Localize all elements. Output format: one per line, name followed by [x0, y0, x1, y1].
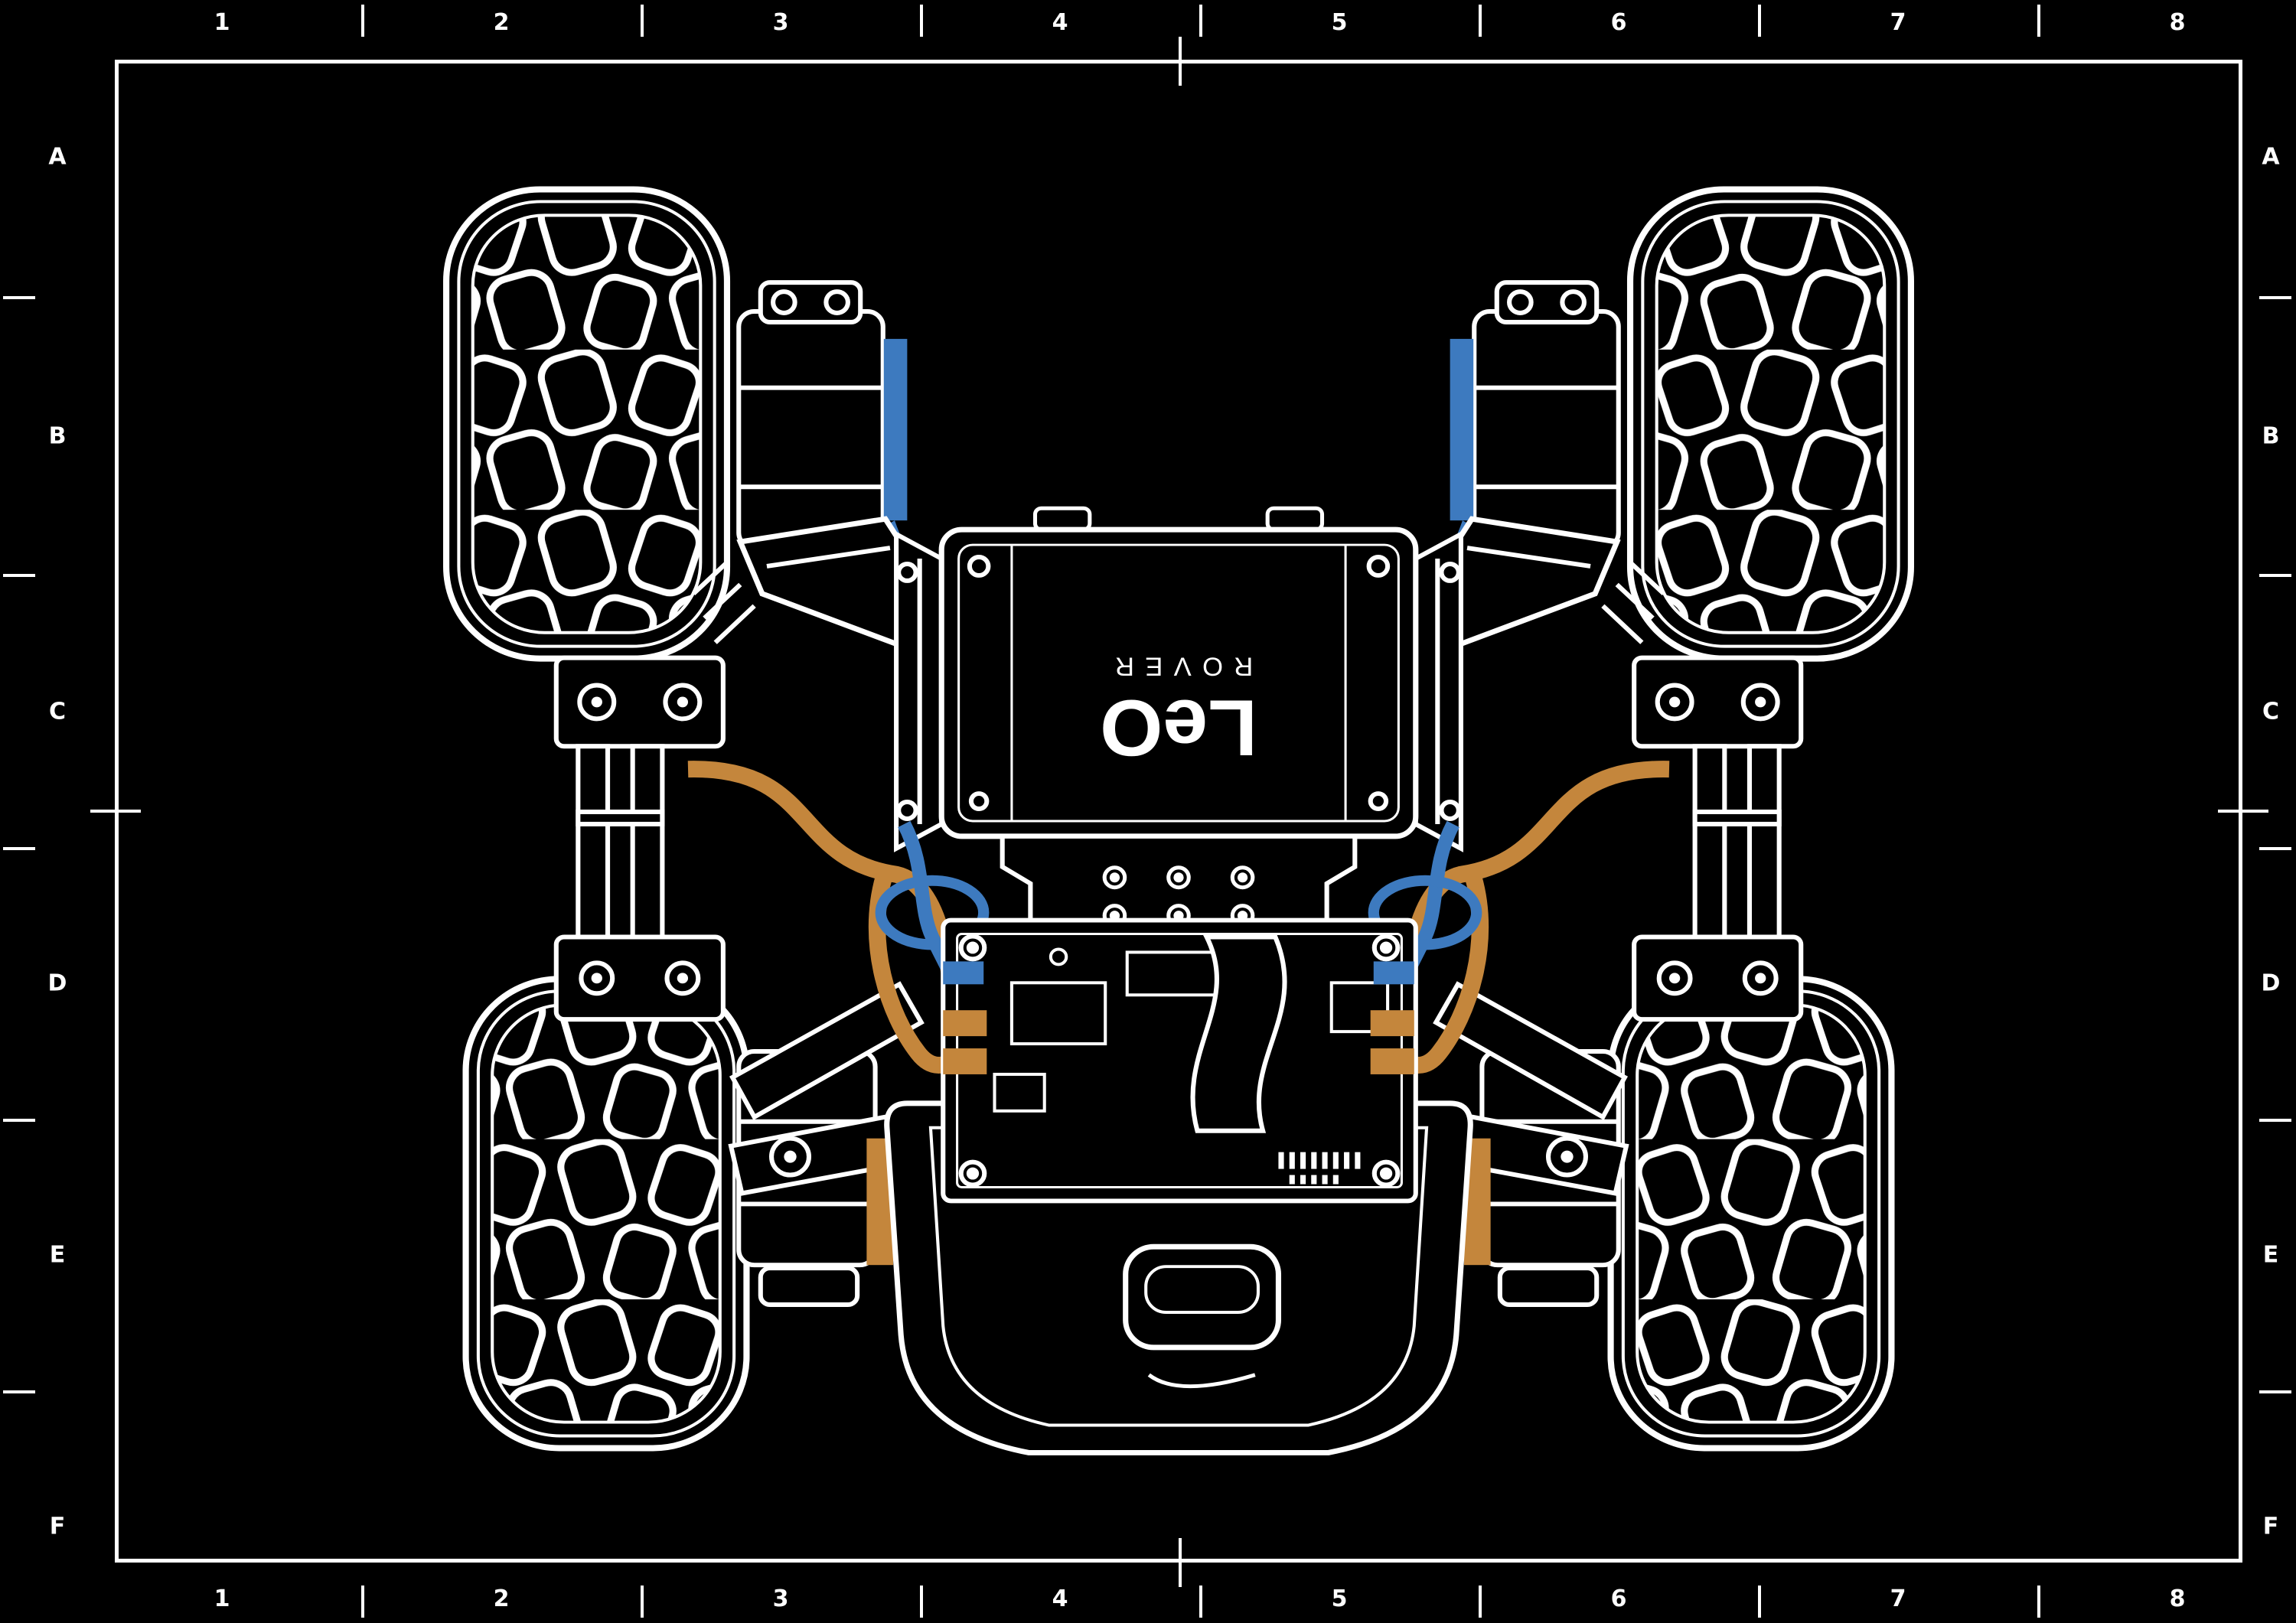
- grid-col-label-bottom: 4: [1052, 1586, 1068, 1612]
- grid-col-label-bottom: 5: [1331, 1586, 1348, 1612]
- grid-col-label-bottom: 6: [1610, 1586, 1627, 1612]
- battery-handle: [1123, 1243, 1282, 1389]
- grid-tick: [920, 5, 923, 37]
- grid-tick: [3, 1390, 35, 1393]
- grid-row-label-left: B: [48, 422, 67, 450]
- grid-row-label-right: D: [2261, 970, 2281, 997]
- grid-col-label-top: 3: [772, 9, 789, 36]
- grid-col-label-bottom: 3: [772, 1586, 789, 1612]
- grid-tick: [1758, 1586, 1761, 1618]
- grid-tick: [641, 5, 644, 37]
- connector-orange-left: [943, 1048, 987, 1074]
- grid-tick: [1199, 5, 1202, 37]
- grid-row-label-left: F: [49, 1513, 66, 1540]
- grid-row-label-right: C: [2262, 698, 2280, 725]
- grid-col-label-top: 6: [1610, 9, 1627, 36]
- grid-row-label-left: C: [48, 698, 67, 725]
- rover-technical-drawing: LeO ROVER: [115, 60, 2242, 1563]
- grid-col-label-bottom: 2: [493, 1586, 510, 1612]
- grid-tick: [1479, 1586, 1482, 1618]
- connector-orange-left: [943, 1010, 987, 1037]
- grid-tick: [920, 1586, 923, 1618]
- grid-row-label-left: A: [48, 143, 67, 171]
- grid-col-label-bottom: 1: [214, 1586, 230, 1612]
- grid-tick: [2259, 1390, 2291, 1393]
- center-mark-right: [2218, 810, 2268, 813]
- logo-secondary-text: ROVER: [1104, 652, 1254, 681]
- grid-col-label-top: 4: [1052, 9, 1068, 36]
- grid-col-label-top: 8: [2169, 9, 2186, 36]
- grid-tick: [361, 5, 364, 37]
- grid-tick: [3, 574, 35, 577]
- connector-orange-right: [1370, 1010, 1414, 1037]
- grid-row-label-left: E: [49, 1241, 66, 1269]
- leo-rover-logo: LeO ROVER: [1100, 652, 1257, 772]
- grid-tick: [1479, 5, 1482, 37]
- grid-row-label-right: A: [2262, 143, 2280, 171]
- grid-tick: [3, 847, 35, 850]
- grid-col-label-top: 1: [214, 9, 230, 36]
- grid-tick: [2259, 574, 2291, 577]
- grid-tick: [2037, 5, 2040, 37]
- connector-orange-right: [1370, 1048, 1414, 1074]
- grid-tick: [3, 296, 35, 299]
- grid-tick: [641, 1586, 644, 1618]
- pin-headers: [1278, 1152, 1361, 1185]
- grid-tick: [1758, 5, 1761, 37]
- grid-col-label-bottom: 8: [2169, 1586, 2186, 1612]
- grid-row-label-left: D: [47, 970, 67, 997]
- grid-tick: [2259, 847, 2291, 850]
- grid-tick: [1199, 1586, 1202, 1618]
- grid-col-label-top: 2: [493, 9, 510, 36]
- grid-tick: [2259, 296, 2291, 299]
- grid-tick: [2037, 1586, 2040, 1618]
- grid-tick: [361, 1586, 364, 1618]
- grid-tick: [2259, 1119, 2291, 1122]
- logo-primary-text: LeO: [1100, 683, 1257, 772]
- grid-row-label-right: F: [2262, 1513, 2279, 1540]
- grid-row-label-right: E: [2262, 1241, 2279, 1269]
- rover-center-chassis: LeO ROVER: [884, 506, 1473, 1455]
- ribbon-cable: [1190, 934, 1287, 1133]
- grid-row-label-right: B: [2262, 422, 2280, 450]
- connector-blue-right: [1373, 961, 1414, 985]
- grid-tick: [3, 1119, 35, 1122]
- electronics-board: [941, 917, 1418, 1204]
- center-mark-bottom: [1179, 1538, 1182, 1587]
- grid-col-label-top: 5: [1331, 9, 1348, 36]
- center-mark-left: [90, 810, 141, 813]
- grid-col-label-bottom: 7: [1890, 1586, 1906, 1612]
- connector-blue-left: [943, 961, 984, 985]
- center-mark-top: [1179, 37, 1182, 86]
- grid-col-label-top: 7: [1890, 9, 1906, 36]
